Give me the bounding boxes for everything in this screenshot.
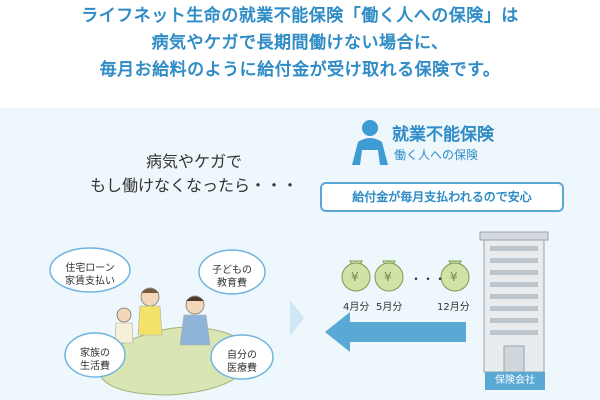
yen-icon: ¥ bbox=[351, 270, 359, 284]
bubble-children-line-1: 子どもの bbox=[212, 265, 252, 276]
bubble-medical-line-1: 自分の bbox=[227, 350, 257, 361]
month-label-december: 12月分 bbox=[437, 302, 470, 313]
bubble-children-line-2: 教育費 bbox=[217, 278, 247, 289]
bubble-children: 子どもの 教育費 bbox=[202, 264, 262, 290]
family-illustration bbox=[99, 287, 251, 396]
product-title: 就業不能保険 bbox=[392, 125, 494, 145]
condition-text: 病気やケガで もし働けなくなったら・・・ bbox=[90, 150, 298, 198]
bubble-housing: 住宅ローン 家賃支払い bbox=[54, 262, 126, 288]
ellipsis: ・・・ bbox=[410, 272, 447, 286]
headline-line-3: 毎月お給料のように給付金が受け取れる保険です。 bbox=[99, 60, 501, 80]
bubble-medical: 自分の 医療費 bbox=[213, 349, 271, 375]
product-subtitle: 働く人への保険 bbox=[394, 148, 479, 162]
headline: ライフネット生命の就業不能保険「働く人への保険」は 病気やケガで長期間働けない場… bbox=[0, 0, 600, 105]
yen-icon: ¥ bbox=[384, 270, 392, 284]
bubble-housing-line-1: 住宅ローン bbox=[65, 263, 115, 274]
bubble-housing-line-2: 家賃支払い bbox=[65, 276, 115, 287]
condition-line-1: 病気やケガで bbox=[146, 152, 243, 171]
bubble-family-line-1: 家族の bbox=[80, 348, 110, 359]
bubble-family-line-2: 生活費 bbox=[80, 361, 110, 372]
month-label-april: 4月分 bbox=[343, 302, 370, 313]
money-bag-icons bbox=[341, 260, 470, 292]
condition-line-2: もし働けなくなったら・・・ bbox=[90, 176, 299, 195]
bubble-medical-line-2: 医療費 bbox=[227, 363, 257, 374]
company-label: 保険会社 bbox=[485, 372, 545, 390]
building-icon bbox=[479, 231, 549, 373]
yen-icon: ¥ bbox=[450, 270, 458, 284]
arrow-left-icon bbox=[325, 312, 466, 352]
worker-icon bbox=[352, 120, 388, 165]
headline-line-2: 病気やケガで長期間働けない場合に、 bbox=[151, 33, 449, 53]
relief-banner: 給付金が毎月支払われるので安心 bbox=[320, 182, 564, 212]
month-label-may: 5月分 bbox=[376, 302, 403, 313]
chevron-right-icon bbox=[290, 300, 304, 336]
bubble-family: 家族の 生活費 bbox=[67, 347, 123, 373]
bubble-shapes bbox=[49, 247, 274, 380]
headline-line-1: ライフネット生命の就業不能保険「働く人への保険」は bbox=[81, 6, 519, 26]
